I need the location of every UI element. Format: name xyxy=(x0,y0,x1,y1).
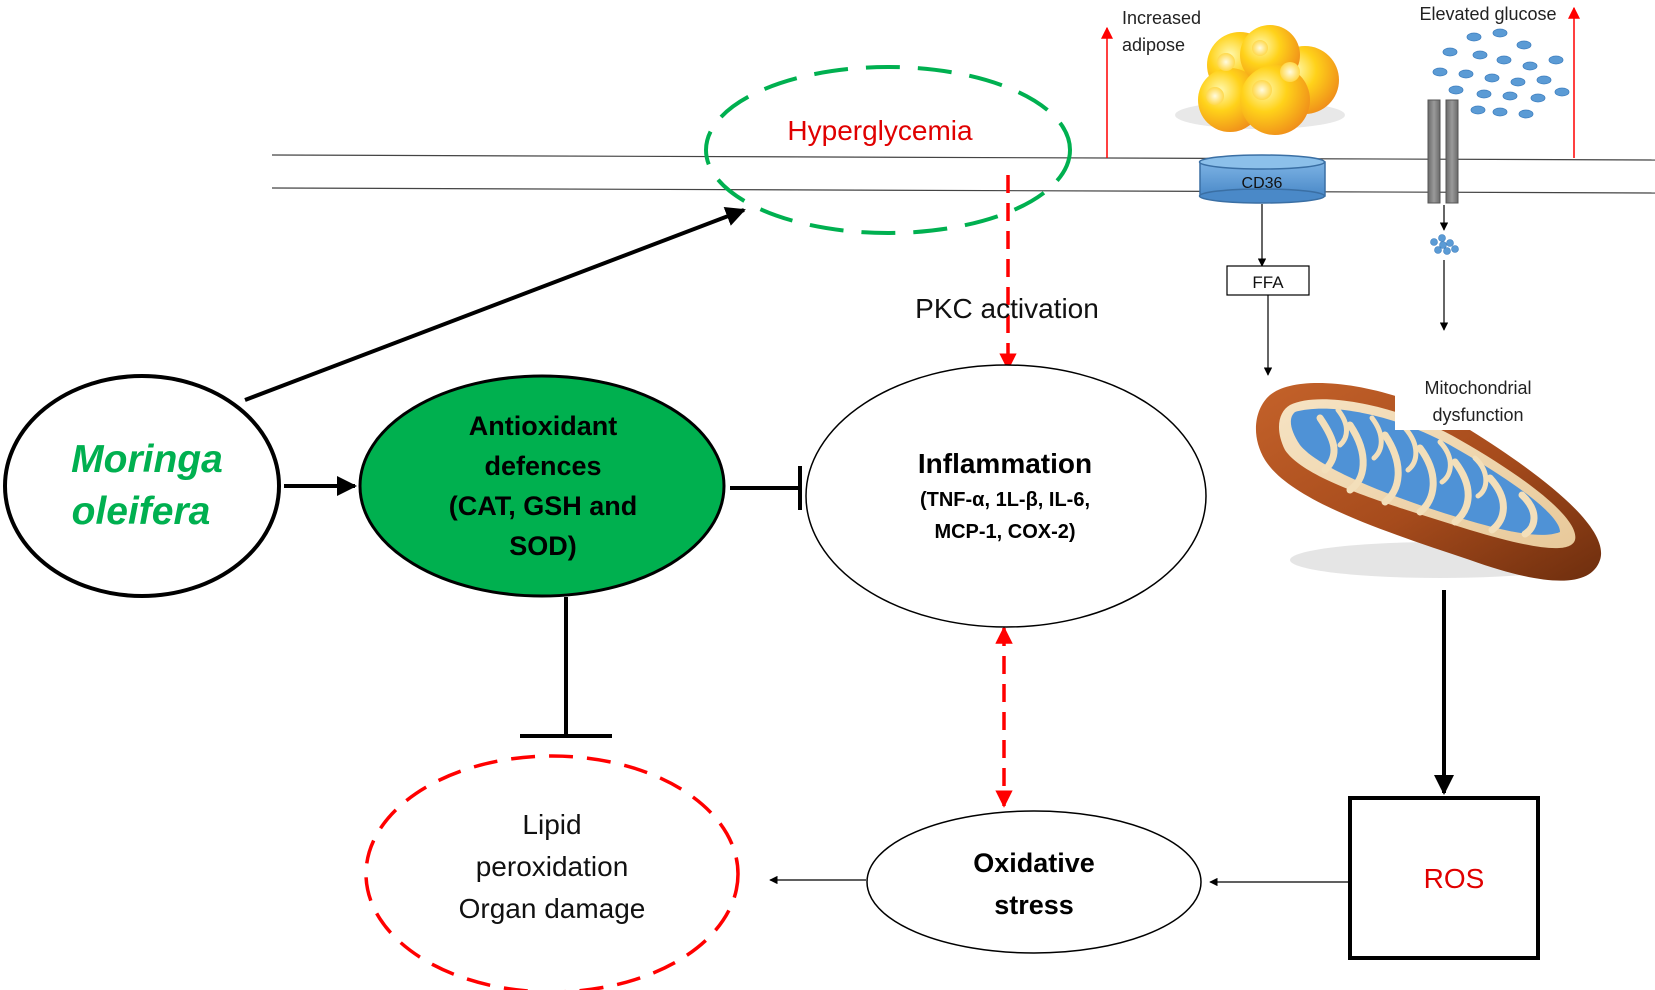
lipid-peroxidation-node: Lipid peroxidation Organ damage xyxy=(364,754,740,990)
inflammation-title: Inflammation xyxy=(918,448,1092,479)
oxidative-line1: Oxidative xyxy=(973,848,1095,878)
internal-glucose-icon xyxy=(1430,234,1459,255)
cell-membrane xyxy=(271,154,1655,194)
antioxidant-node: Antioxidant defences (CAT, GSH and SOD) xyxy=(358,374,726,598)
adipose-label-line1: Increased xyxy=(1122,8,1201,28)
glucose-channel-icon xyxy=(1427,99,1459,204)
adipocyte-cluster-icon xyxy=(1175,25,1345,135)
increased-adipose-group: Increased adipose xyxy=(1101,8,1345,158)
pkc-activation-label: PKC activation xyxy=(915,293,1099,324)
hyperglycemia-label: Hyperglycemia xyxy=(787,115,973,146)
antioxidant-line2: defences xyxy=(484,451,601,481)
glucose-label: Elevated glucose xyxy=(1419,4,1556,24)
mito-label-line2: dysfunction xyxy=(1432,405,1523,425)
lipid-line2: peroxidation xyxy=(476,851,629,882)
moringa-line2: oleifera xyxy=(72,490,211,533)
adipose-label-line2: adipose xyxy=(1122,35,1185,55)
cd36-label: CD36 xyxy=(1242,175,1283,192)
hyperglycemia-node: Hyperglycemia xyxy=(704,65,1072,235)
ros-label: ROS xyxy=(1424,863,1485,894)
arrow-moringa-to-hyperglycemia xyxy=(244,207,746,402)
oxidative-line2: stress xyxy=(994,890,1074,920)
antioxidant-line3: (CAT, GSH and xyxy=(449,491,638,521)
mitochondrion-icon xyxy=(1255,368,1602,581)
inflammation-line2: MCP-1, COX-2) xyxy=(934,521,1075,543)
inhibit-antioxidant-to-lipid xyxy=(520,597,612,738)
antioxidant-line4: SOD) xyxy=(509,531,577,561)
ffa-box: FFA xyxy=(1226,265,1310,296)
inflammation-node: Inflammation (TNF-α, 1L-β, IL-6, MCP-1, … xyxy=(805,364,1207,628)
elevated-glucose-group: Elevated glucose xyxy=(1419,4,1580,331)
ffa-label: FFA xyxy=(1252,273,1284,292)
lipid-line1: Lipid xyxy=(522,809,581,840)
cd36-receptor: CD36 xyxy=(1198,154,1326,204)
mito-label-line1: Mitochondrial xyxy=(1424,378,1531,398)
lipid-line3: Organ damage xyxy=(459,893,646,924)
glucose-molecules-icon xyxy=(1432,28,1570,119)
inhibit-antioxidant-to-inflammation xyxy=(730,466,802,510)
inflammation-line1: (TNF-α, 1L-β, IL-6, xyxy=(920,489,1090,511)
ros-box: ROS xyxy=(1348,796,1540,960)
oxidative-stress-node: Oxidative stress xyxy=(866,810,1202,954)
moringa-line1: Moringa xyxy=(71,438,223,481)
antioxidant-line1: Antioxidant xyxy=(469,411,618,441)
moringa-node: Moringa oleifera xyxy=(3,374,281,598)
